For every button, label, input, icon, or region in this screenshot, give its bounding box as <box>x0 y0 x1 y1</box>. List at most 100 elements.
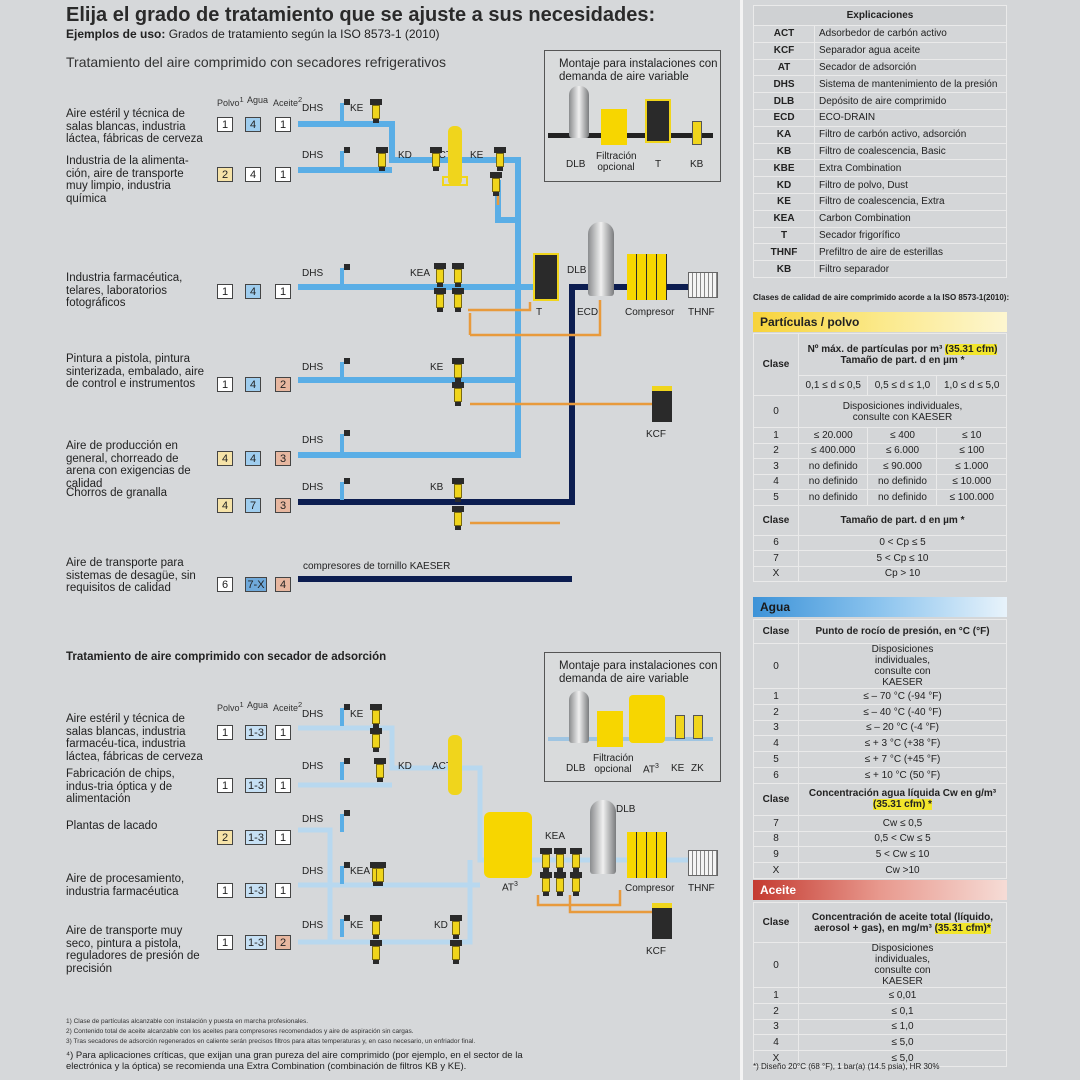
class-value-aceite: 2 <box>279 379 287 391</box>
explanation-text: Extra Combination <box>814 159 1007 178</box>
filter-icon <box>540 848 552 872</box>
class-box-polvo: 2 <box>217 830 233 845</box>
agua-cell: 1 <box>753 688 799 705</box>
class-box-aceite: 1 <box>275 117 291 132</box>
particulas-cell: X <box>753 565 799 582</box>
dhs-valve-icon <box>340 862 350 884</box>
agua-cell: ≤ + 10 °C (50 °F) <box>798 766 1007 784</box>
explanation-text: Depósito de aire comprimido <box>814 92 1007 110</box>
class-box-agua: 4 <box>245 167 261 182</box>
class-value-polvo: 1 <box>221 885 229 897</box>
explanation-code: KB <box>753 142 815 161</box>
section-refrigerated-title: Tratamiento del aire comprimido con seca… <box>66 54 446 70</box>
particulas-cell: ≤ 20.000 <box>797 427 869 444</box>
row-label: Aire estéril y técnica de salas blancas,… <box>66 108 203 145</box>
agua-header2: Concentración agua líquida Cw en g/m³ (3… <box>798 782 1007 816</box>
class-value-agua: 4 <box>249 169 257 181</box>
explanation-code: KCF <box>753 41 815 60</box>
class-value-aceite: 2 <box>279 937 287 949</box>
explanation-text: Filtro de polvo, Dust <box>814 176 1007 194</box>
class-value-aceite: 4 <box>279 579 287 591</box>
label-ke-1: KE <box>350 103 364 114</box>
mounting-title-2: Montaje para instalaciones con demanda d… <box>559 660 718 685</box>
aceite-cell: ≤ 5,0 <box>798 1034 1007 1052</box>
filter-icon <box>430 147 442 171</box>
compressor-icon <box>627 254 667 300</box>
class-value-polvo: 1 <box>221 727 229 739</box>
class-box-agua: 7 <box>245 498 261 513</box>
filter-icon <box>434 288 446 312</box>
filter-icon <box>554 848 566 872</box>
class-box-polvo: 6 <box>217 577 233 592</box>
class-value-polvo: 4 <box>221 453 229 465</box>
dhs-valve-icon <box>340 704 350 726</box>
class-value-aceite: 1 <box>279 119 287 131</box>
explanation-text: Adsorbedor de carbón activo <box>814 25 1007 43</box>
class-box-agua: 1-3 <box>245 935 267 950</box>
footnote-3: 3) Tras secadores de adsorción regenerad… <box>66 1038 476 1045</box>
particulas-row0-text: Disposiciones individuales, consulte con… <box>798 395 1007 428</box>
agua-cell: ≤ – 20 °C (-4 °F) <box>798 719 1007 737</box>
label-tornillo: compresores de tornillo KAESER <box>303 561 451 572</box>
row-label: Pintura a pistola, pintura sinterizada, … <box>66 353 205 390</box>
class-value-polvo: 2 <box>221 832 229 844</box>
label-kcf-b: KCF <box>646 946 666 957</box>
explanation-text: Prefiltro de aire de esterillas <box>814 243 1007 262</box>
row-label: Chorros de granalla <box>66 487 168 499</box>
col-header-aceite-2: Aceite2 <box>273 700 303 713</box>
class-box-polvo: 4 <box>217 498 233 513</box>
examples-label: Ejemplos de uso: <box>66 27 166 41</box>
explanation-text: Filtro de coalescencia, Basic <box>814 142 1007 161</box>
particulas-table: Clase Nº máx. de partículas por m³ (35.3… <box>753 333 1007 582</box>
filter-icon <box>370 728 382 752</box>
class-box-agua: 4 <box>245 117 261 132</box>
particulas-cell: ≤ 400 <box>867 427 938 444</box>
class-box-aceite: 1 <box>275 725 291 740</box>
class-value-polvo: 1 <box>221 937 229 949</box>
page-title: Elija el grado de tratamiento que se aju… <box>66 4 656 26</box>
agua-cell: ≤ – 70 °C (-94 °F) <box>798 688 1007 705</box>
mount-label-t: T <box>655 159 662 170</box>
filter-icon <box>434 263 446 287</box>
filter-icon <box>570 872 582 896</box>
agua-cell: 2 <box>753 703 799 721</box>
label-kd: KD <box>398 150 412 161</box>
explanation-text: Sistema de mantenimiento de la presión <box>814 75 1007 94</box>
class-value-aceite: 1 <box>279 885 287 897</box>
tank-icon <box>569 86 589 138</box>
particulas-row0-class: 0 <box>753 395 799 428</box>
class-box-agua: 1-3 <box>245 830 267 845</box>
agua-cell: 4 <box>753 735 799 753</box>
act-icon-b <box>448 735 462 795</box>
label-dhs-5: DHS <box>302 435 324 446</box>
label-kb: KB <box>430 482 444 493</box>
kcf-icon-b <box>652 903 672 939</box>
class-box-aceite: 4 <box>275 577 291 592</box>
dryer-icon <box>533 253 559 301</box>
explanation-code: AT <box>753 58 815 77</box>
particulas-cell: 5 < Cp ≤ 10 <box>798 550 1007 567</box>
mount-label-dlb: DLB <box>566 159 586 170</box>
aceite-header: Concentración de aceite total (líquido, … <box>798 902 1007 943</box>
particulas-header3: Tamaño de part. d en µm * <box>798 504 1007 536</box>
label-at: AT3 <box>502 881 518 894</box>
agua-row: 3≤ – 20 °C (-4 °F) <box>753 719 1007 737</box>
filter-icon <box>494 147 506 171</box>
label-act-b: ACT <box>432 761 452 772</box>
label-kd-b: KD <box>398 761 412 772</box>
class-value-agua: 1-3 <box>248 780 264 792</box>
explanation-code: KE <box>753 192 815 211</box>
particulas-cell: ≤ 1.000 <box>936 458 1007 475</box>
row-label: Aire de producción en general, chorreado… <box>66 440 191 490</box>
explanation-code: ECD <box>753 108 815 127</box>
col-header-agua: Agua <box>247 95 269 105</box>
agua-header: Punto de rocío de presión, en °C (°F) <box>798 619 1007 644</box>
filter-icon <box>370 940 382 964</box>
